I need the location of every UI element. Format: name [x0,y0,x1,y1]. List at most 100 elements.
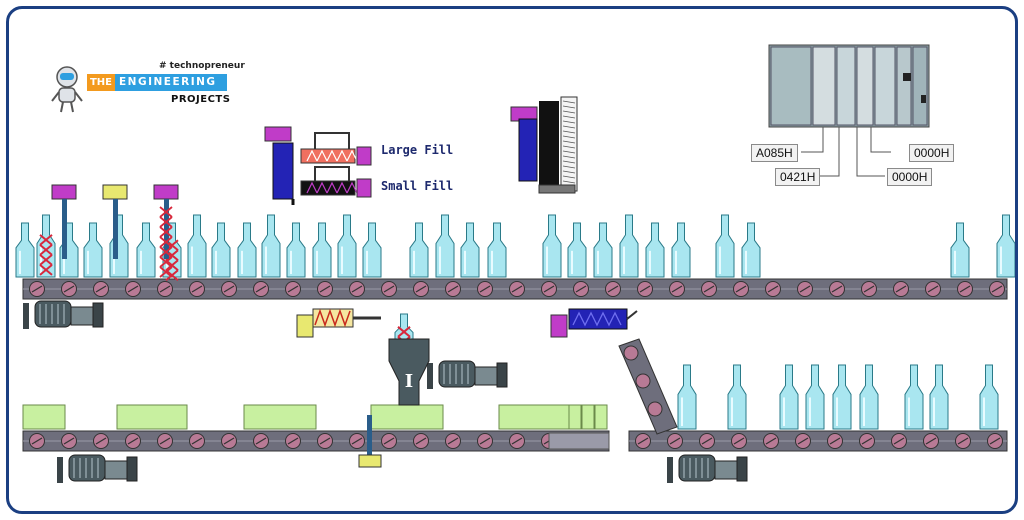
upper-conveyor [22,278,1008,300]
roller [317,433,333,449]
roller [957,281,973,297]
roller [647,401,663,417]
lower-left-conveyor [22,430,610,452]
dispenser [51,184,77,259]
carton-stack [548,432,610,450]
roller [61,433,77,449]
pusher-actuator [550,308,638,338]
roller [827,433,843,449]
bottle [859,364,879,430]
roller [795,433,811,449]
bottle [677,364,697,430]
roller [987,433,1003,449]
roller [635,433,651,449]
roller [637,281,653,297]
roller [381,433,397,449]
large-fill-label: Large Fill [381,143,454,157]
process-scene: I [15,44,1015,483]
motor-icon [57,454,138,483]
roller [701,281,717,297]
inclined-conveyor [618,338,678,435]
bottle [715,214,735,278]
roller [509,281,525,297]
plc-module [770,46,812,126]
logo: # technopreneur THE ENGINEERING PROJECTS [49,61,245,113]
roller [925,281,941,297]
roller [157,433,173,449]
capper: I [388,338,430,406]
sensor [358,415,382,468]
lower-right-conveyor [628,430,1008,452]
conveyors [22,278,1008,452]
roller [125,433,141,449]
fill-machine [264,126,372,205]
roller [477,281,493,297]
roller [61,281,77,297]
bottle [460,222,480,278]
bottle [286,222,306,278]
roller [413,433,429,449]
bottle [805,364,825,430]
roller [669,281,685,297]
plc-module [812,46,836,126]
roller [699,433,715,449]
bottle [741,222,761,278]
register-display-1: A085H [751,144,798,162]
bottle [136,222,156,278]
roller [765,281,781,297]
roller [861,281,877,297]
carton-box [243,404,317,430]
roller [189,433,205,449]
cap-feeder [510,96,578,194]
carton-box [370,404,444,430]
roller [317,281,333,297]
robot-mascot-icon [51,66,83,113]
motor-icon [23,300,104,329]
roller [829,281,845,297]
bottle [979,364,999,430]
dispenser [153,184,179,278]
roller [541,281,557,297]
logo-band [87,74,227,91]
roller [381,281,397,297]
motor-icon [427,360,508,389]
roller [93,281,109,297]
roller [93,433,109,449]
bottle [727,364,747,430]
roller [891,433,907,449]
roller [445,281,461,297]
carton-box [594,404,608,430]
bottle [950,222,970,278]
plc-module [912,46,928,126]
roller [29,433,45,449]
bottle [929,364,949,430]
plc-module [856,46,874,126]
bottle [645,222,665,278]
bottle [337,214,357,278]
plc-module [896,46,912,126]
roller [189,281,205,297]
plc-rack-icon [768,44,930,128]
roller [731,433,747,449]
roller [349,433,365,449]
roller [157,281,173,297]
carton-box [581,404,595,430]
small-fill-label: Small Fill [381,179,454,193]
bottle [542,214,562,278]
boxes [22,404,610,450]
bottle [487,222,507,278]
roller [763,433,779,449]
roller [285,433,301,449]
bottle [832,364,852,430]
svg-text:I: I [405,371,413,392]
roller [253,281,269,297]
carton-box [568,404,582,430]
roller [605,281,621,297]
carton-box [116,404,188,430]
roller [221,281,237,297]
roller [573,281,589,297]
motor-icon [667,454,748,483]
roller [349,281,365,297]
dispenser [102,184,128,259]
register-display-3: 0000H [909,144,955,162]
